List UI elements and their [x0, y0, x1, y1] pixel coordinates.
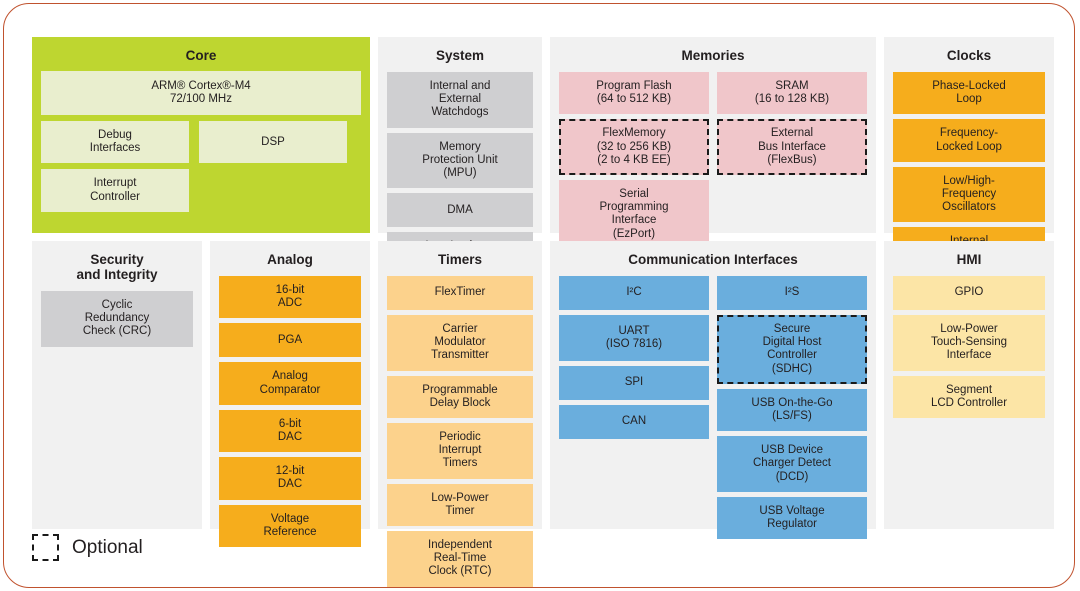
memories-column-left: Program Flash (64 to 512 KB) FlexMemory …	[559, 72, 709, 249]
communication-column-right: I²S Secure Digital Host Controller (SDHC…	[717, 276, 867, 540]
block-pga[interactable]: PGA	[219, 323, 361, 358]
block-oscillators[interactable]: Low/High- Frequency Oscillators	[893, 166, 1045, 223]
panel-title-memories: Memories	[681, 48, 745, 63]
communication-blocks: I²C UART (ISO 7816) SPI CAN I²S Secure D…	[559, 276, 867, 540]
block-programmable-delay-block[interactable]: Programmable Delay Block	[387, 375, 533, 419]
block-periodic-interrupt-timers[interactable]: Periodic Interrupt Timers	[387, 423, 533, 479]
block-crc[interactable]: Cyclic Redundancy Check (CRC)	[41, 291, 193, 347]
security-blocks: Cyclic Redundancy Check (CRC)	[41, 291, 193, 347]
panel-communication-interfaces: Communication Interfaces I²C UART (ISO 7…	[550, 241, 876, 540]
timers-blocks: FlexTimer Carrier Modulator Transmitter …	[387, 276, 533, 587]
block-voltage-reference[interactable]: Voltage Reference	[219, 504, 361, 548]
block-analog-comparator[interactable]: Analog Comparator	[219, 362, 361, 405]
block-flexmemory[interactable]: FlexMemory (32 to 256 KB) (2 to 4 KB EE)	[559, 119, 709, 176]
block-usb-dcd[interactable]: USB Device Charger Detect (DCD)	[717, 436, 867, 492]
panel-hmi: HMI GPIO Low-Power Touch-Sensing Interfa…	[884, 241, 1054, 529]
panel-memories: Memories Program Flash (64 to 512 KB) Fl…	[550, 37, 876, 249]
block-touch-sensing-interface[interactable]: Low-Power Touch-Sensing Interface	[893, 315, 1045, 371]
panel-title-security: Security and Integrity	[76, 252, 158, 282]
block-watchdogs[interactable]: Internal and External Watchdogs	[387, 72, 533, 128]
diagram-row-bottom: Security and Integrity Cyclic Redundancy…	[32, 241, 1056, 587]
block-core-cpu[interactable]: ARM® Cortex®-M4 72/100 MHz	[41, 71, 361, 115]
block-interrupt-controller[interactable]: Interrupt Controller	[41, 169, 189, 212]
core-row-2: Interrupt Controller	[41, 169, 361, 212]
block-ezport[interactable]: Serial Programming Interface (EzPort)	[559, 180, 709, 249]
block-rtc[interactable]: Independent Real-Time Clock (RTC)	[387, 531, 533, 587]
legend: Optional	[32, 534, 143, 561]
analog-blocks: 16-bit ADC PGA Analog Comparator 6-bit D…	[219, 276, 361, 548]
communication-column-left: I²C UART (ISO 7816) SPI CAN	[559, 276, 709, 439]
block-fll[interactable]: Frequency- Locked Loop	[893, 119, 1045, 162]
hmi-blocks: GPIO Low-Power Touch-Sensing Interface S…	[893, 276, 1045, 419]
block-sdhc[interactable]: Secure Digital Host Controller (SDHC)	[717, 315, 867, 384]
block-can[interactable]: CAN	[559, 405, 709, 439]
panel-title-clocks: Clocks	[946, 48, 992, 63]
block-low-power-timer[interactable]: Low-Power Timer	[387, 483, 533, 527]
block-gpio[interactable]: GPIO	[893, 276, 1045, 310]
block-carrier-modulator-transmitter[interactable]: Carrier Modulator Transmitter	[387, 315, 533, 371]
block-dma[interactable]: DMA	[387, 193, 533, 228]
block-usb-voltage-regulator[interactable]: USB Voltage Regulator	[717, 496, 867, 540]
block-adc-16bit[interactable]: 16-bit ADC	[219, 276, 361, 319]
block-diagram: Core ARM® Cortex®-M4 72/100 MHz Debug In…	[32, 37, 1056, 587]
panel-title-hmi: HMI	[956, 252, 982, 267]
diagram-frame: Core ARM® Cortex®-M4 72/100 MHz Debug In…	[3, 3, 1075, 588]
panel-timers: Timers FlexTimer Carrier Modulator Trans…	[378, 241, 542, 587]
block-flextimer[interactable]: FlexTimer	[387, 276, 533, 310]
optional-swatch-icon	[32, 534, 59, 561]
panel-title-analog: Analog	[267, 252, 313, 267]
block-pll[interactable]: Phase-Locked Loop	[893, 72, 1045, 115]
block-usb-otg[interactable]: USB On-the-Go (LS/FS)	[717, 388, 867, 432]
memories-blocks: Program Flash (64 to 512 KB) FlexMemory …	[559, 72, 867, 249]
block-dac-12bit[interactable]: 12-bit DAC	[219, 457, 361, 500]
block-dac-6bit[interactable]: 6-bit DAC	[219, 409, 361, 453]
block-flexbus[interactable]: External Bus Interface (FlexBus)	[717, 119, 867, 176]
block-dsp[interactable]: DSP	[199, 121, 347, 164]
block-i2s[interactable]: I²S	[717, 276, 867, 310]
block-debug-interfaces[interactable]: Debug Interfaces	[41, 121, 189, 164]
block-i2c[interactable]: I²C	[559, 276, 709, 310]
panel-title-core: Core	[185, 48, 217, 63]
panel-core: Core ARM® Cortex®-M4 72/100 MHz Debug In…	[32, 37, 370, 233]
panel-title-communication: Communication Interfaces	[628, 252, 798, 267]
block-mpu[interactable]: Memory Protection Unit (MPU)	[387, 132, 533, 189]
block-uart[interactable]: UART (ISO 7816)	[559, 315, 709, 361]
panel-clocks: Clocks Phase-Locked Loop Frequency- Lock…	[884, 37, 1054, 284]
panel-security-and-integrity: Security and Integrity Cyclic Redundancy…	[32, 241, 202, 529]
panel-title-timers: Timers	[437, 252, 483, 267]
diagram-row-top: Core ARM® Cortex®-M4 72/100 MHz Debug In…	[32, 37, 1056, 284]
core-row-1: Debug Interfaces DSP	[41, 121, 361, 164]
panel-system: System Internal and External Watchdogs M…	[378, 37, 542, 275]
block-segment-lcd-controller[interactable]: Segment LCD Controller	[893, 375, 1045, 419]
core-blocks: ARM® Cortex®-M4 72/100 MHz Debug Interfa…	[41, 71, 361, 212]
memories-column-right: SRAM (16 to 128 KB) External Bus Interfa…	[717, 72, 867, 176]
block-sram[interactable]: SRAM (16 to 128 KB)	[717, 72, 867, 115]
block-program-flash[interactable]: Program Flash (64 to 512 KB)	[559, 72, 709, 115]
legend-label-optional: Optional	[72, 536, 143, 558]
block-spi[interactable]: SPI	[559, 366, 709, 400]
panel-title-system: System	[435, 48, 485, 63]
panel-analog: Analog 16-bit ADC PGA Analog Comparator …	[210, 241, 370, 548]
